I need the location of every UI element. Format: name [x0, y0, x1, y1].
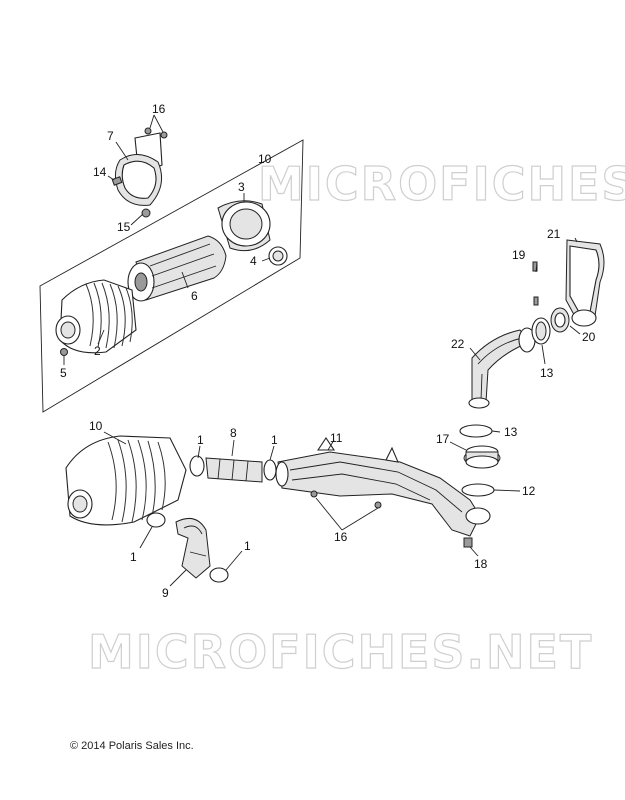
copyright-text: © 2014 Polaris Sales Inc.: [70, 740, 194, 752]
callout-16-top: 16: [152, 102, 166, 116]
callout-18: 18: [474, 557, 488, 571]
callout-8: 8: [230, 426, 237, 440]
callout-labels: 16 7 10 14 3 15 4 6 2 5 21 19 20 22 13 1…: [60, 102, 596, 600]
part-16-bolts-top: [144, 127, 168, 139]
callout-13-upper: 13: [540, 366, 554, 380]
part-18-drain: [463, 537, 473, 548]
part-20-clamp: [550, 307, 597, 333]
callout-3: 3: [238, 180, 245, 194]
part-1-clamp-d: [209, 567, 229, 583]
part-1-clamp-b: [263, 459, 277, 481]
part-22-duct: [468, 327, 536, 409]
callout-12: 12: [522, 484, 536, 498]
part-4-fitting: [268, 246, 288, 266]
callout-4: 4: [250, 254, 257, 268]
part-19-screw: [532, 261, 539, 306]
part-5-plug: [60, 348, 68, 356]
callout-16-lower: 16: [334, 530, 348, 544]
watermark-top: MICROFICHES.NET: [258, 157, 625, 211]
part-1-clamp-a: [189, 455, 205, 477]
part-3-cover: [217, 200, 271, 252]
callout-6: 6: [191, 289, 198, 303]
part-13-clamp-upper: [531, 317, 551, 345]
part-7-bracket: [114, 132, 163, 206]
part-9-elbow-hose: [175, 517, 211, 579]
part-12-clamp: [461, 483, 495, 497]
callout-1-a: 1: [197, 433, 204, 447]
callout-10-top: 10: [258, 152, 272, 166]
part-1-clamp-c: [146, 512, 166, 528]
callout-13-lower: 13: [504, 425, 518, 439]
callout-19: 19: [512, 248, 526, 262]
callout-14: 14: [93, 165, 107, 179]
callout-1-c: 1: [130, 550, 137, 564]
callout-22: 22: [451, 337, 465, 351]
callout-11: 11: [330, 431, 343, 445]
part-10-airbox-assembly: [65, 435, 187, 526]
part-11-intake-tube: [275, 437, 491, 537]
part-17-coupler: [463, 445, 501, 469]
callout-20: 20: [582, 330, 596, 344]
part-14-bolt: [111, 176, 123, 186]
callout-1-d: 1: [244, 539, 251, 553]
part-2-housing: [55, 279, 137, 354]
part-8-hose: [205, 457, 263, 483]
part-6-filter: [127, 235, 227, 302]
part-16-bolts-lower: [310, 490, 382, 509]
callout-2: 2: [94, 344, 101, 358]
watermark-bottom: MICROFICHES.NET: [88, 625, 593, 679]
callout-17: 17: [436, 432, 450, 446]
callout-15: 15: [117, 220, 131, 234]
callout-10-lower: 10: [89, 419, 103, 433]
callout-9: 9: [162, 586, 169, 600]
exploded-view-frame: [39, 139, 304, 413]
callout-21: 21: [547, 227, 561, 241]
part-15-nut: [141, 208, 151, 218]
leader-lines: [63, 114, 581, 587]
callout-7: 7: [107, 129, 114, 143]
callout-5: 5: [60, 366, 67, 380]
callout-1-b: 1: [271, 433, 278, 447]
part-13-clamp-lower: [459, 424, 493, 438]
